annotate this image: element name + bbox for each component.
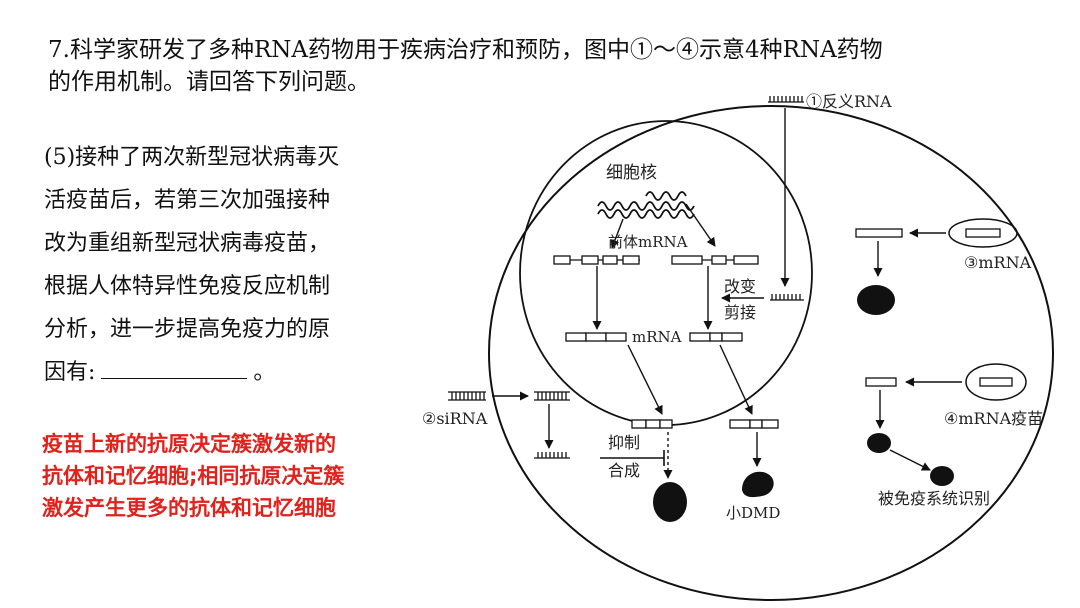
synth-label: 合成 bbox=[608, 461, 640, 480]
answer-line: 激发产生更多的抗体和记忆细胞 bbox=[42, 496, 336, 520]
inhibit-label: 抑制 bbox=[608, 433, 640, 452]
pre-mrna-strand-left bbox=[553, 255, 640, 265]
antigen-blob bbox=[930, 466, 954, 486]
subquestion-last-line: 因有: 。 bbox=[44, 351, 404, 394]
antisense-rna-icon bbox=[770, 294, 804, 301]
splice-label-1: 改变 bbox=[724, 277, 756, 296]
antigen-blob bbox=[867, 433, 891, 453]
question-line-1: 7.科学家研发了多种RNA药物用于疾病治疗和预防，图中①～④示意4种RNA药物 bbox=[48, 37, 883, 63]
protein-blob bbox=[653, 482, 687, 522]
dna-strand bbox=[597, 201, 695, 211]
subquestion-line: (5)接种了两次新型冠状病毒灭 bbox=[44, 145, 340, 170]
mrna-vaccine-strand bbox=[865, 377, 897, 387]
mrna-strand-right bbox=[689, 332, 743, 342]
answer-text: 疫苗上新的抗原决定簇激发新的 抗体和记忆细胞;相同抗原决定簇 激发产生更多的抗体… bbox=[42, 428, 462, 524]
nucleus-envelope bbox=[519, 120, 813, 426]
subquestion-line: 改为重组新型冠状病毒疫苗， bbox=[44, 231, 331, 256]
pre-mrna-strand-right bbox=[671, 255, 759, 265]
subquestion-line: 分析，进一步提高免疫力的原 bbox=[44, 317, 331, 342]
cytoplasm-mrna-right bbox=[729, 419, 779, 429]
answer-line: 疫苗上新的抗原决定簇激发新的 bbox=[42, 432, 336, 456]
sirna-icon bbox=[448, 391, 486, 401]
protein-blob bbox=[857, 285, 895, 315]
splice-label-2: 剪接 bbox=[724, 303, 756, 322]
immune-label: 被免疫系统识别 bbox=[878, 489, 990, 508]
nucleus-label: 细胞核 bbox=[606, 163, 657, 183]
question-stem: 7.科学家研发了多种RNA药物用于疾病治疗和预防，图中①～④示意4种RNA药物 … bbox=[48, 34, 1028, 98]
question-line-2: 的作用机制。请回答下列问题。 bbox=[48, 69, 370, 95]
cytoplasm-mrna-left bbox=[631, 419, 673, 429]
sirna-strand-icon bbox=[534, 452, 570, 459]
small-dmd-blob bbox=[742, 471, 774, 498]
antisense-label: ①反义RNA bbox=[806, 92, 892, 111]
dna-strand bbox=[597, 209, 695, 219]
subquestion-line: 根据人体特异性免疫反应机制 bbox=[44, 274, 331, 299]
mrna-vaccine-label: ④mRNA疫苗 bbox=[944, 409, 1043, 428]
cell-membrane bbox=[488, 105, 1054, 601]
small-dmd-label: 小DMD bbox=[726, 504, 780, 522]
mrna-label: mRNA bbox=[632, 328, 682, 346]
subquestion-5: (5)接种了两次新型冠状病毒灭 活疫苗后，若第三次加强接种 改为重组新型冠状病毒… bbox=[44, 136, 404, 394]
sirna-icon bbox=[534, 391, 570, 401]
answer-line: 抗体和记忆细胞;相同抗原决定簇 bbox=[42, 464, 345, 488]
mrna-strand-left bbox=[565, 332, 627, 342]
antisense-rna-icon bbox=[768, 96, 804, 103]
subquestion-suffix: 。 bbox=[253, 360, 276, 385]
pre-mrna-label: 前体mRNA bbox=[608, 233, 688, 251]
mrna-drug-strand bbox=[855, 228, 903, 238]
mrna-drug-label: ③mRNA bbox=[964, 253, 1032, 272]
subquestion-prefix: 因有: bbox=[44, 360, 96, 385]
answer-blank[interactable] bbox=[101, 354, 248, 379]
subquestion-line: 活疫苗后，若第三次加强接种 bbox=[44, 188, 331, 213]
sirna-label: ②siRNA bbox=[422, 409, 488, 428]
mrna-vaccine-capsule bbox=[965, 363, 1027, 401]
mrna-drug-capsule bbox=[948, 218, 1018, 248]
dna-strand bbox=[645, 191, 687, 201]
